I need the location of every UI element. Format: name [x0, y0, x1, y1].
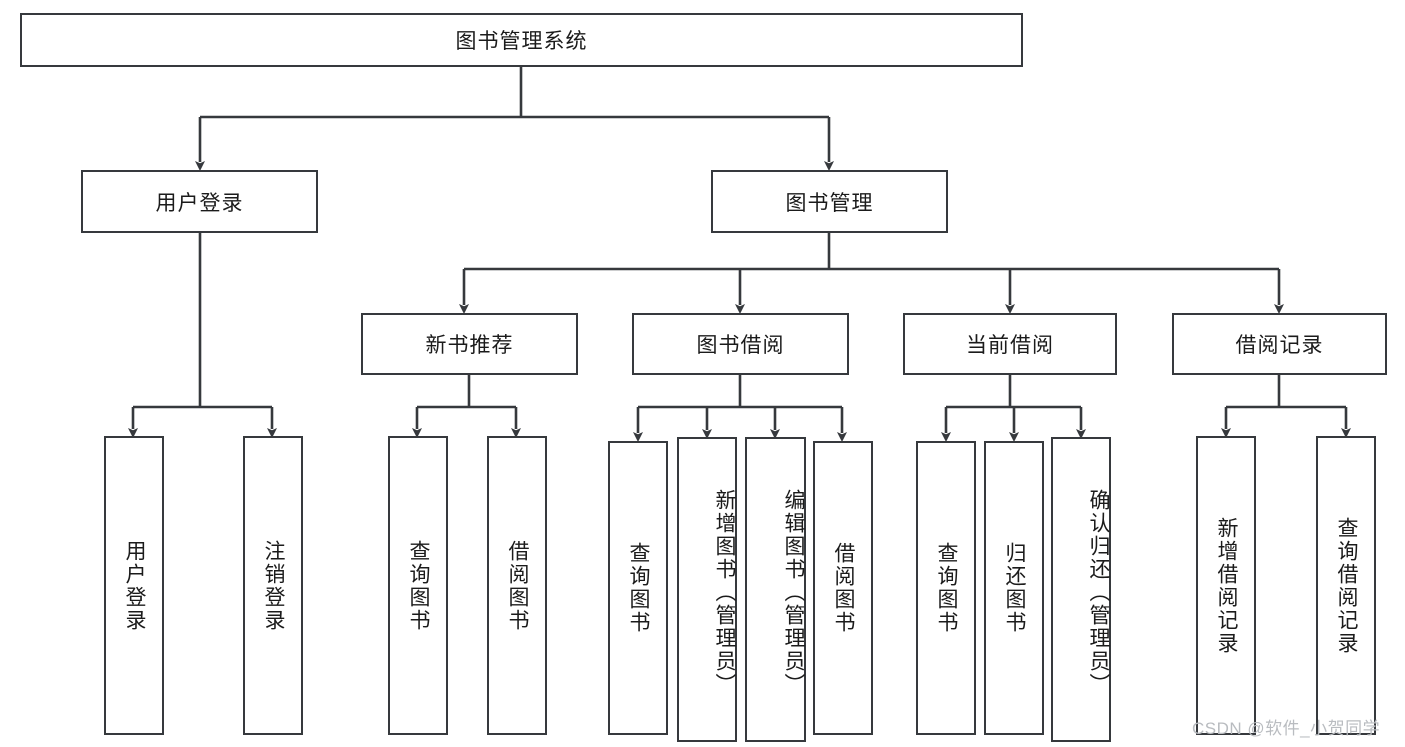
node-book-manage[interactable]: 图书管理 [711, 170, 948, 233]
node-borrow-record[interactable]: 借阅记录 [1172, 313, 1387, 375]
node-leaf-confirm-return[interactable]: 确认归还（管理员） [1051, 437, 1111, 742]
node-leaf-user-login[interactable]: 用户登录 [104, 436, 164, 735]
node-leaf-query-record[interactable]: 查询借阅记录 [1316, 436, 1376, 735]
node-root[interactable]: 图书管理系统 [20, 13, 1023, 67]
node-leaf-query-book-2[interactable]: 查询图书 [608, 441, 668, 735]
csdn-watermark: CSDN @软件_小贺同学 [1192, 719, 1381, 738]
node-leaf-return-book[interactable]: 归还图书 [984, 441, 1044, 735]
node-leaf-edit-book[interactable]: 编辑图书（管理员） [745, 437, 806, 742]
node-current-borrow[interactable]: 当前借阅 [903, 313, 1117, 375]
node-book-borrow[interactable]: 图书借阅 [632, 313, 849, 375]
node-leaf-add-record[interactable]: 新增借阅记录 [1196, 436, 1256, 735]
node-leaf-borrow-book-2[interactable]: 借阅图书 [813, 441, 873, 735]
node-leaf-query-book-1[interactable]: 查询图书 [388, 436, 448, 735]
node-leaf-user-logout[interactable]: 注销登录 [243, 436, 303, 735]
node-leaf-add-book[interactable]: 新增图书（管理员） [677, 437, 737, 742]
node-leaf-query-book-3[interactable]: 查询图书 [916, 441, 976, 735]
node-new-book-recommend[interactable]: 新书推荐 [361, 313, 578, 375]
node-leaf-borrow-book-1[interactable]: 借阅图书 [487, 436, 547, 735]
node-user-login[interactable]: 用户登录 [81, 170, 318, 233]
